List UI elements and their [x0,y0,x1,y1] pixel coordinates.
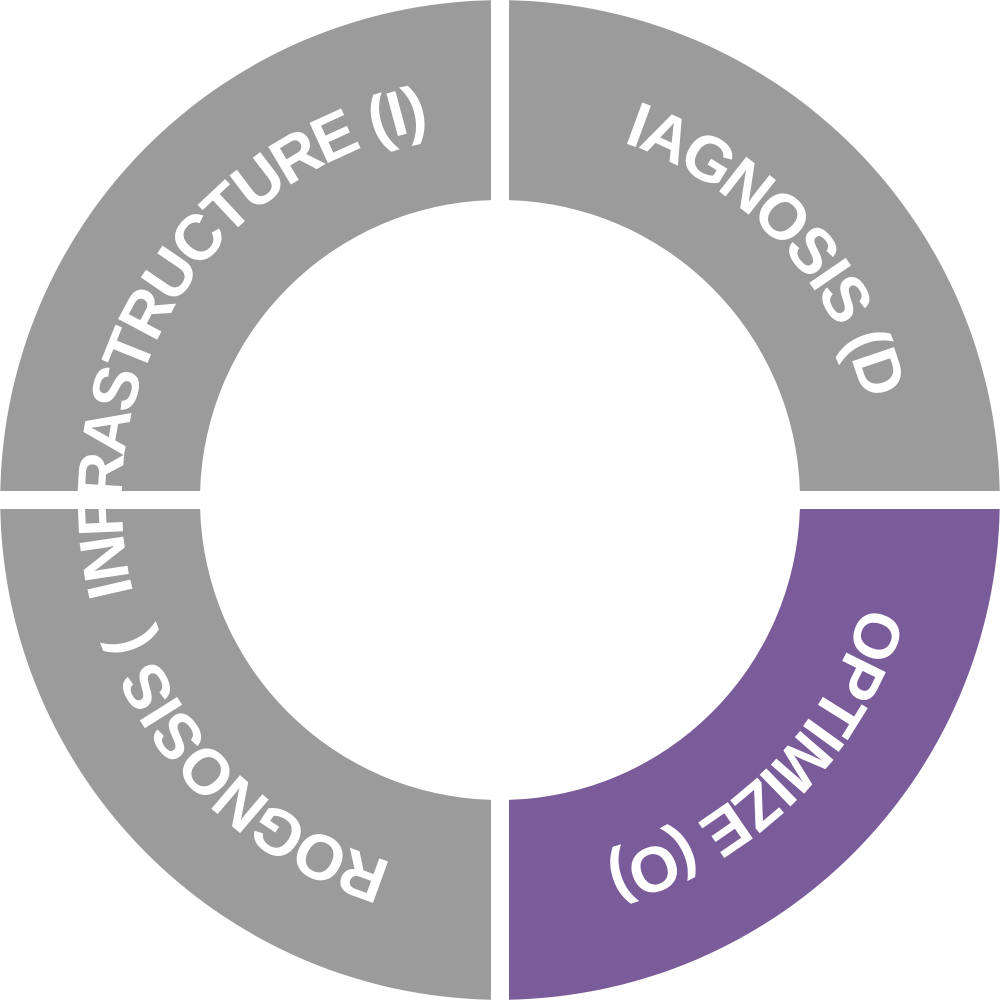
segment-prognosis[interactable] [0,509,492,1000]
segment-infrastructure[interactable] [0,0,492,492]
label-infrastructure-text: INFRASTRUCTURE (I) [63,72,432,606]
label-infrastructure: INFRASTRUCTURE (I) [63,72,431,606]
segment-optimize[interactable] [509,509,1000,1000]
segment-diagnosis[interactable] [509,0,1000,492]
